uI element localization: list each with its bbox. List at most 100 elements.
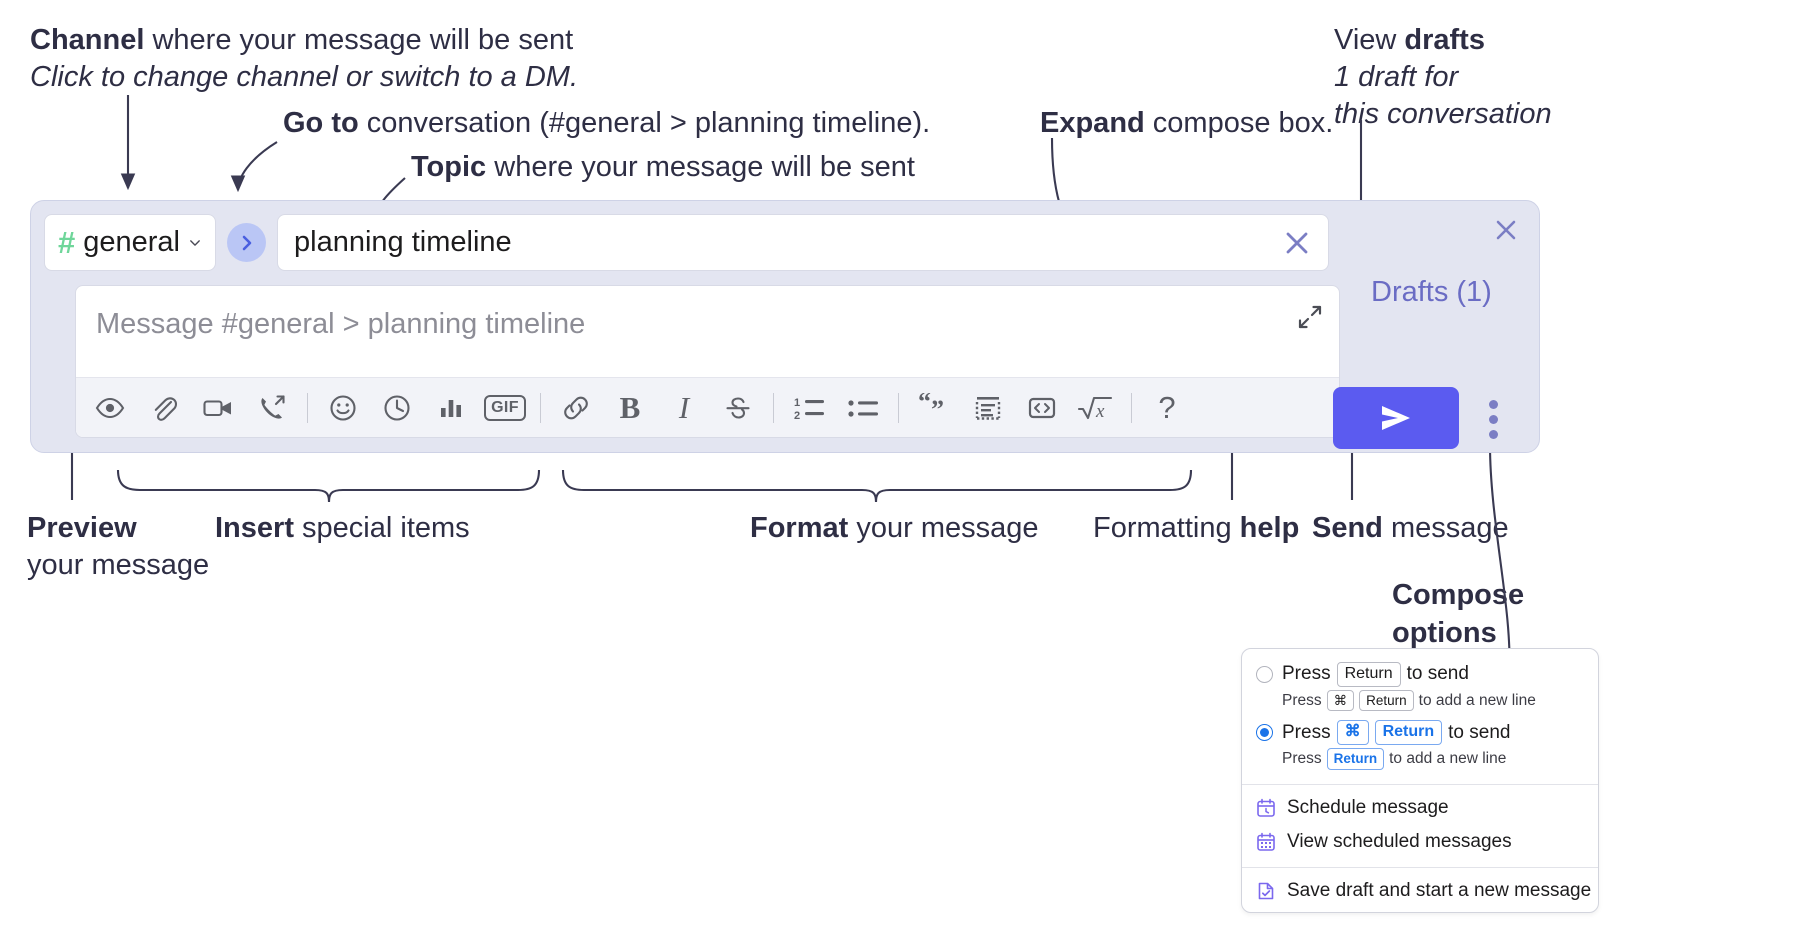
- option-text-post: to send: [1406, 663, 1469, 685]
- message-input[interactable]: Message #general > planning timeline: [96, 308, 586, 340]
- annotation-channel: Channel where your message will be sent …: [30, 22, 578, 96]
- emoji-button[interactable]: [321, 386, 365, 430]
- toolbar-divider: [1131, 392, 1132, 423]
- bulleted-list-button[interactable]: [841, 386, 885, 430]
- key-return: Return: [1374, 720, 1443, 746]
- more-options-vertical-icon: [1488, 414, 1498, 424]
- menu-item-view-scheduled-messages[interactable]: View scheduled messages: [1242, 825, 1598, 859]
- key-return: Return: [1336, 662, 1401, 687]
- clock-icon: [384, 394, 410, 421]
- eye-icon: [95, 397, 125, 418]
- bold-button[interactable]: B: [619, 389, 641, 425]
- code-block-button[interactable]: [966, 386, 1010, 430]
- blockquote-button[interactable]: “ ”: [912, 386, 956, 430]
- key-return: Return: [1326, 748, 1385, 770]
- record-video-button[interactable]: [196, 386, 240, 430]
- annotation-compose-bold1: Compose: [1392, 579, 1525, 611]
- paperclip-icon: [154, 396, 178, 421]
- smiley-face-icon: [330, 394, 356, 421]
- annotation-channel-line1: Channel where your message will be sent: [30, 24, 573, 56]
- annotation-preview: Preview your message: [27, 510, 209, 584]
- inline-code-icon: [1028, 397, 1056, 418]
- menu-item-save-draft[interactable]: Save draft and start a new message: [1242, 874, 1598, 908]
- expand-compose-button[interactable]: [1293, 300, 1327, 334]
- channel-name-label: general: [83, 226, 180, 258]
- more-options-vertical-icon: [1488, 399, 1498, 409]
- option-press-cmd-return-to-send[interactable]: Press ⌘ Return to send: [1242, 717, 1598, 746]
- formatting-help-button[interactable]: ?: [1158, 389, 1176, 425]
- annotation-topic-bold: Topic: [411, 151, 487, 183]
- math-button[interactable]: x: [1074, 386, 1118, 430]
- annotation-preview-line2: your message: [27, 549, 210, 582]
- annotation-send-bold: Send: [1312, 512, 1383, 544]
- code-block-icon: [975, 396, 1001, 420]
- preview-button[interactable]: [88, 386, 132, 430]
- chevron-down-icon: [190, 239, 200, 246]
- svg-text:1: 1: [794, 397, 800, 409]
- chevron-right-icon: [242, 235, 251, 250]
- bar-chart-icon: [441, 399, 461, 417]
- annotation-drafts-sub2: this conversation: [1334, 98, 1552, 131]
- panel-close-button[interactable]: [1489, 213, 1523, 247]
- option-press-return-sub: Press ⌘ Return to add a new line: [1242, 688, 1598, 718]
- annotation-drafts: View drafts 1 draft for this conversatio…: [1334, 22, 1552, 133]
- menu-divider: [1242, 866, 1598, 868]
- poll-button[interactable]: [429, 386, 473, 430]
- compose-options-menu: Press Return to send Press ⌘ Return to a…: [1241, 648, 1599, 913]
- annotation-drafts-sub1: 1 draft for: [1334, 61, 1459, 94]
- formatting-toolbar: GIF B I: [76, 377, 1339, 437]
- option-text-pre: Press: [1282, 663, 1331, 685]
- annotation-channel-rest: where your message will be sent: [144, 24, 574, 56]
- video-camera-icon: [203, 399, 231, 416]
- option-press-return-to-send[interactable]: Press Return to send: [1242, 659, 1598, 688]
- strikethrough-button[interactable]: [716, 386, 760, 430]
- message-box: Message #general > planning timeline: [75, 285, 1340, 438]
- record-audio-button[interactable]: [250, 386, 294, 430]
- topic-clear-button[interactable]: [1280, 226, 1314, 260]
- radio-button-selected[interactable]: [1256, 724, 1273, 742]
- annotation-goto-bold: Go to: [283, 107, 359, 139]
- channel-selector[interactable]: # general: [44, 214, 216, 271]
- menu-item-label: Schedule message: [1287, 796, 1449, 818]
- option-text-pre: Press: [1282, 721, 1331, 743]
- gif-button[interactable]: GIF: [483, 386, 527, 430]
- radio-button-unselected[interactable]: [1256, 665, 1273, 683]
- annotation-format: Format your message: [750, 510, 1039, 547]
- ordered-list-button[interactable]: 1 2: [787, 386, 831, 430]
- menu-item-schedule-message[interactable]: Schedule message: [1242, 791, 1598, 825]
- gif-label: GIF: [484, 394, 526, 421]
- annotation-topic-rest: where your message will be sent: [486, 151, 915, 183]
- annotation-goto-rest: conversation (#general > planning timeli…: [358, 107, 931, 139]
- annotation-channel-sub: Click to change channel or switch to a D…: [30, 61, 579, 94]
- send-button[interactable]: [1333, 387, 1459, 449]
- annotation-drafts-lead: View: [1334, 24, 1405, 56]
- annotation-help-lead: Formatting: [1093, 512, 1240, 544]
- annotation-format-bold: Format: [750, 512, 849, 544]
- square-root-icon: x: [1077, 396, 1113, 422]
- blockquote-icon: “ ”: [918, 393, 944, 423]
- ordered-list-icon: 1 2: [794, 397, 824, 422]
- go-to-conversation-button[interactable]: [227, 223, 266, 262]
- italic-button[interactable]: I: [678, 389, 690, 425]
- code-button[interactable]: [1020, 386, 1064, 430]
- attach-file-button[interactable]: [142, 386, 186, 430]
- annotation-insert-bold: Insert: [215, 512, 294, 544]
- option-label: Press Return to send: [1282, 662, 1469, 687]
- close-icon: [1496, 220, 1516, 240]
- more-options-vertical-icon: [1488, 429, 1498, 439]
- topic-value: planning timeline: [294, 226, 512, 258]
- reminder-button[interactable]: [375, 386, 419, 430]
- option-text-post: to send: [1448, 721, 1511, 743]
- option-label: Press ⌘ Return to send: [1282, 720, 1511, 746]
- toolbar-divider: [898, 392, 899, 423]
- compose-options-button[interactable]: [1479, 397, 1507, 441]
- annotation-channel-bold: Channel: [30, 24, 145, 56]
- drafts-link[interactable]: Drafts (1): [1371, 276, 1492, 308]
- bulleted-list-icon: [848, 399, 878, 417]
- send-paper-plane-icon: [1382, 406, 1410, 430]
- compose-panel: # general planning timeline Message #gen…: [30, 200, 1540, 453]
- option-sub-pre: Press: [1282, 749, 1322, 767]
- link-button[interactable]: [554, 386, 598, 430]
- close-icon: [1286, 232, 1308, 253]
- topic-input[interactable]: planning timeline: [277, 214, 1329, 271]
